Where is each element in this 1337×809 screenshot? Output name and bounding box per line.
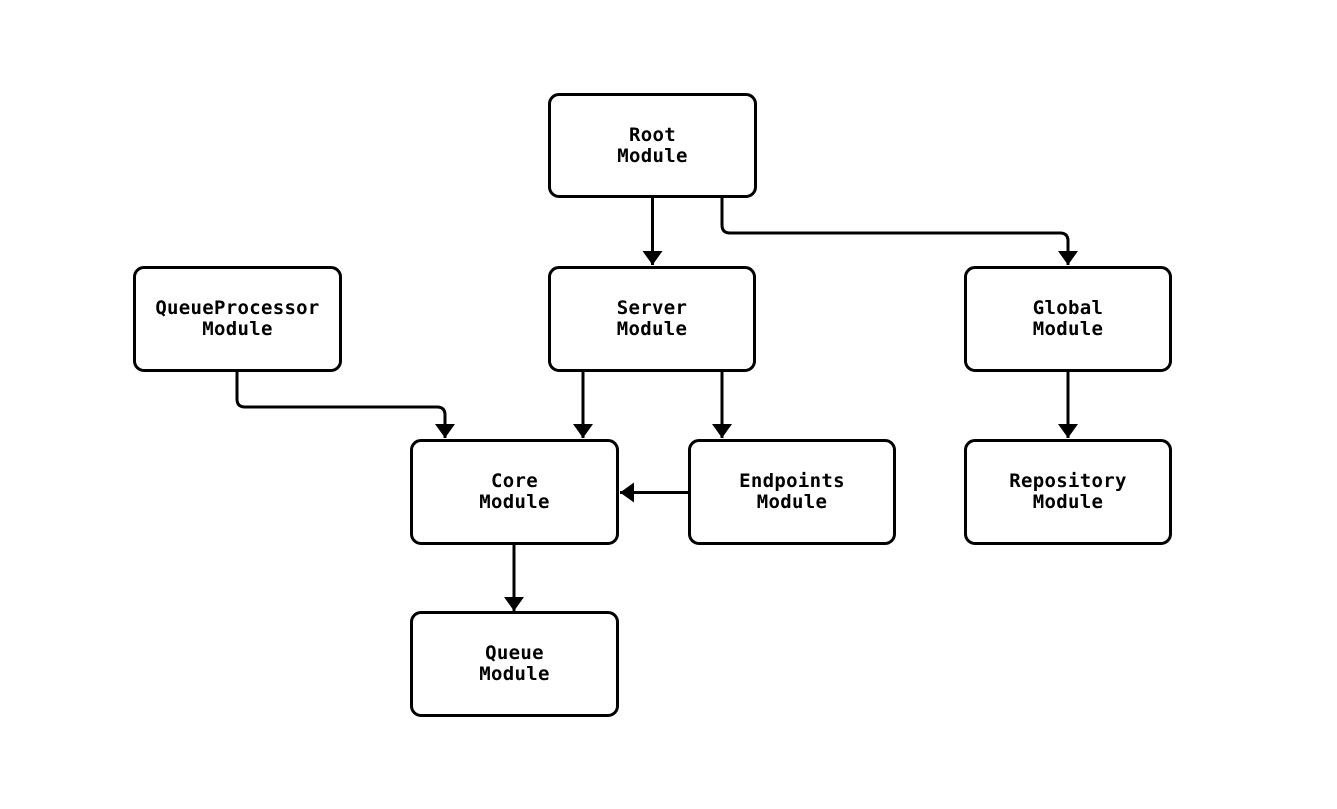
node-label-line: Module bbox=[479, 663, 550, 685]
node-label-line: Module bbox=[1032, 318, 1104, 340]
node-label-line: Global bbox=[1032, 297, 1104, 319]
node-root-module: Root Module bbox=[548, 93, 757, 198]
node-label-line: Module bbox=[202, 318, 273, 340]
node-queueprocessor-module: QueueProcessor Module bbox=[133, 266, 342, 372]
node-server-module: Server Module bbox=[548, 266, 756, 372]
node-label-line: Root bbox=[629, 123, 676, 146]
node-label-line: Module bbox=[616, 318, 688, 340]
node-queue-module: Queue Module bbox=[410, 611, 619, 717]
node-label-line: Queue bbox=[485, 642, 544, 664]
node-label-line: Core bbox=[491, 470, 538, 492]
node-label-line: Module bbox=[1032, 491, 1104, 513]
edge-root-to-global bbox=[720, 198, 1078, 265]
node-label-line: Repository bbox=[1009, 470, 1127, 492]
node-label-line: QueueProcessor bbox=[155, 297, 320, 319]
node-global-module: Global Module bbox=[964, 266, 1172, 372]
node-label-line: Module bbox=[479, 491, 550, 513]
node-label-line: Module bbox=[617, 144, 688, 167]
node-core-module: Core Module bbox=[410, 439, 619, 545]
node-label-line: Endpoints bbox=[739, 470, 845, 492]
node-endpoints-module: Endpoints Module bbox=[688, 439, 896, 545]
edge-queueprocessor-to-core bbox=[235, 372, 455, 438]
node-repository-module: Repository Module bbox=[964, 439, 1172, 545]
node-label-line: Module bbox=[756, 491, 828, 513]
node-label-line: Server bbox=[616, 297, 688, 319]
